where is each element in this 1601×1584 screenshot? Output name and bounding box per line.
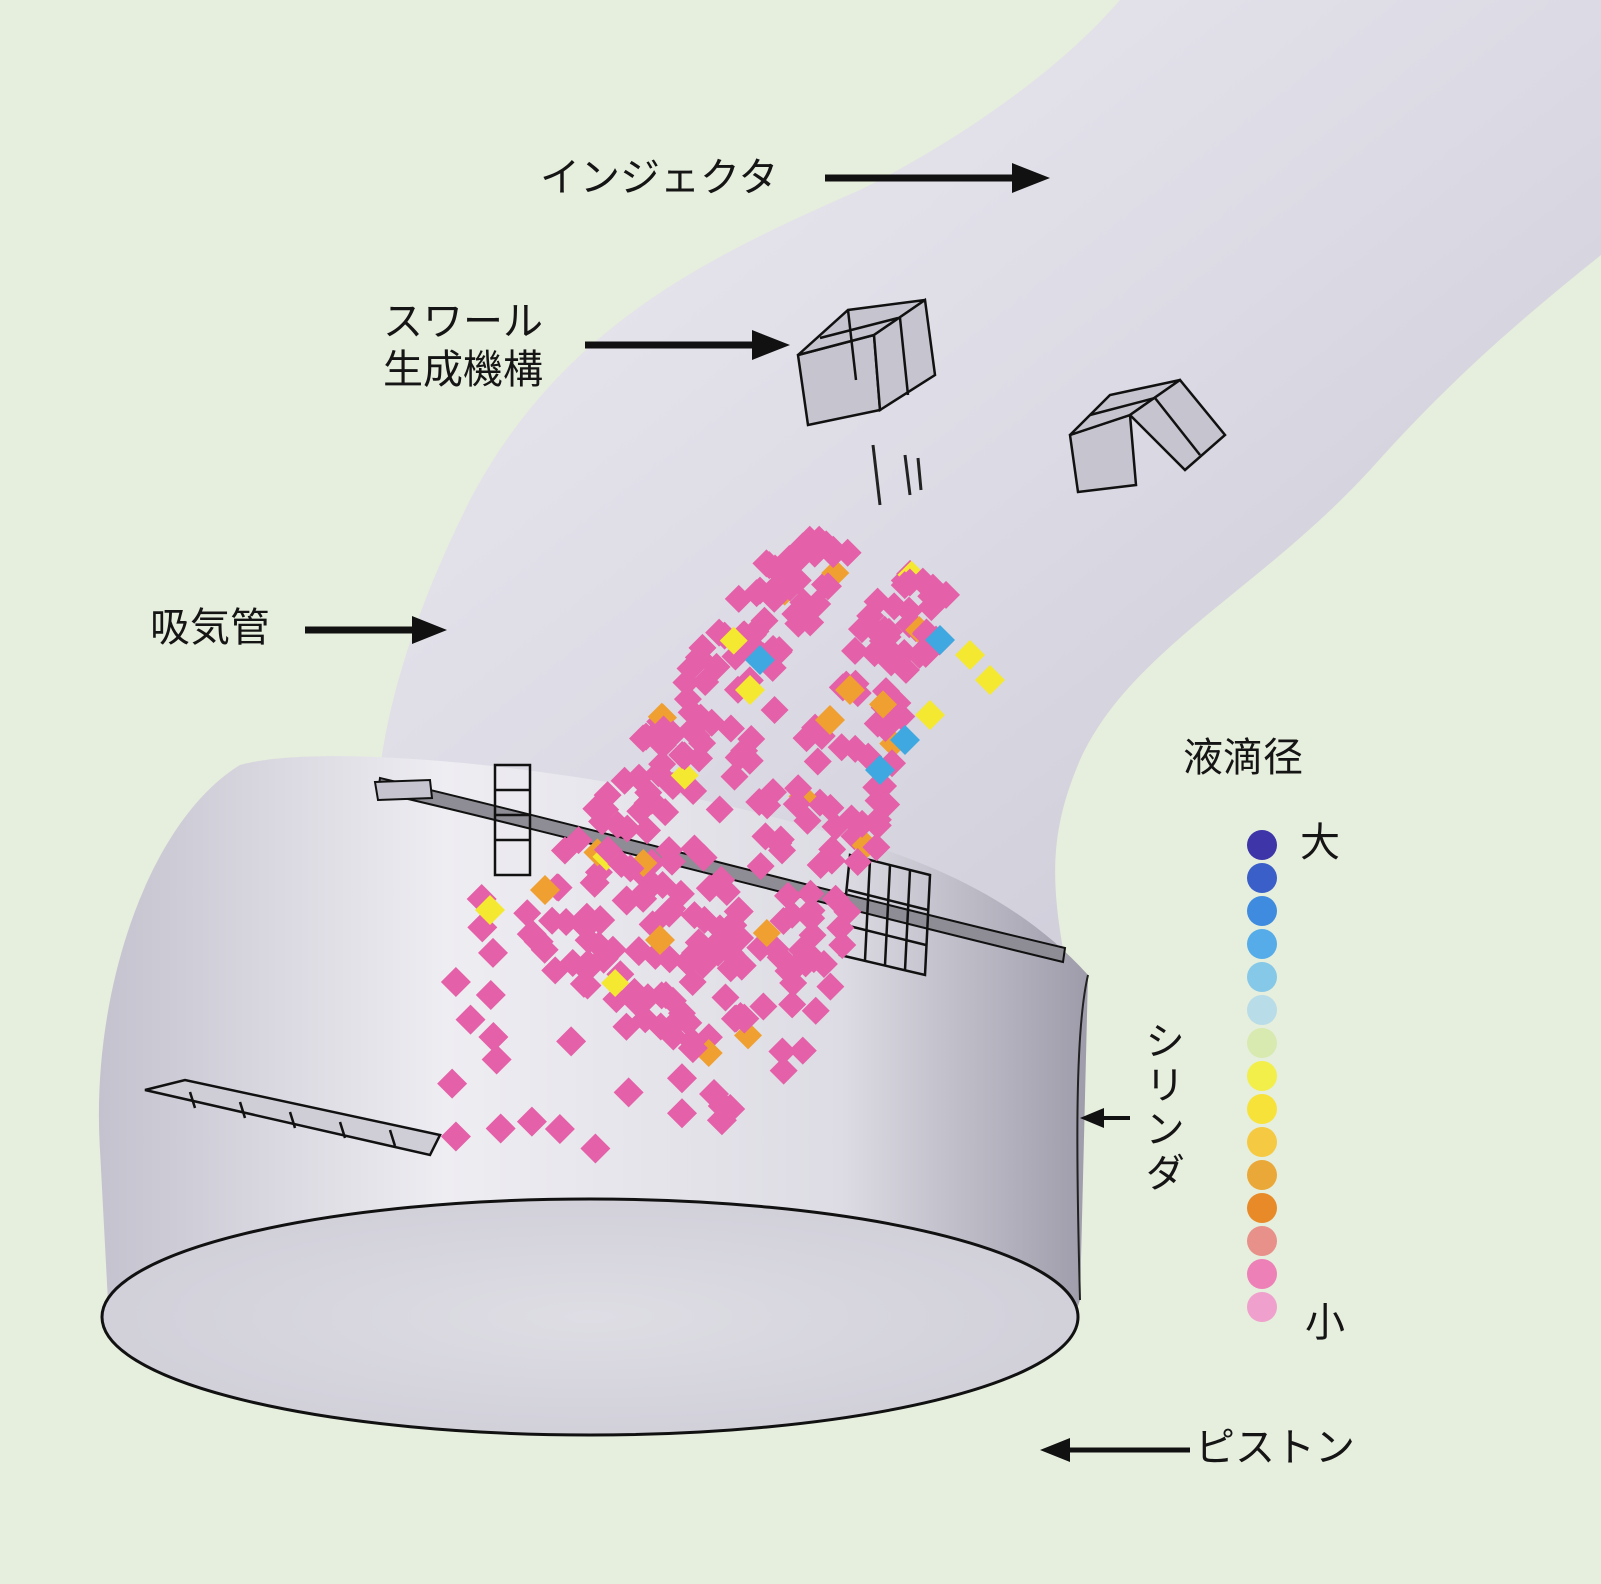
legend-swatch: [1247, 1160, 1277, 1190]
legend-swatch: [1247, 830, 1277, 860]
piston-top: [102, 1199, 1078, 1435]
cylinder-label: シリンダ: [1138, 1020, 1184, 1196]
legend-swatch: [1247, 995, 1277, 1025]
droplet-size-legend: [1247, 830, 1277, 1322]
legend-swatch: [1247, 929, 1277, 959]
swirl-device-label: スワール 生成機構: [383, 298, 543, 394]
legend-swatch: [1247, 1061, 1277, 1091]
legend-swatch: [1247, 1193, 1277, 1223]
legend-large-label: 大: [1300, 820, 1340, 866]
injector-label: インジェクタ: [540, 155, 778, 201]
cylinder-arrow: [1080, 1108, 1130, 1128]
legend-swatch: [1247, 1028, 1277, 1058]
legend-swatch: [1247, 1292, 1277, 1322]
legend-small-label: 小: [1305, 1300, 1345, 1346]
piston-arrow: [1040, 1438, 1190, 1462]
legend-swatch: [1247, 863, 1277, 893]
legend-swatch: [1247, 1127, 1277, 1157]
legend-swatch: [1247, 1259, 1277, 1289]
legend-title: 液滴径: [1183, 735, 1303, 781]
legend-swatch: [1247, 962, 1277, 992]
legend-swatch: [1247, 896, 1277, 926]
legend-swatch: [1247, 1226, 1277, 1256]
intake-pipe-label: 吸気管: [150, 605, 270, 651]
piston-label: ピストン: [1195, 1425, 1355, 1471]
legend-swatch: [1247, 1094, 1277, 1124]
valve-cage-small: [375, 780, 432, 800]
